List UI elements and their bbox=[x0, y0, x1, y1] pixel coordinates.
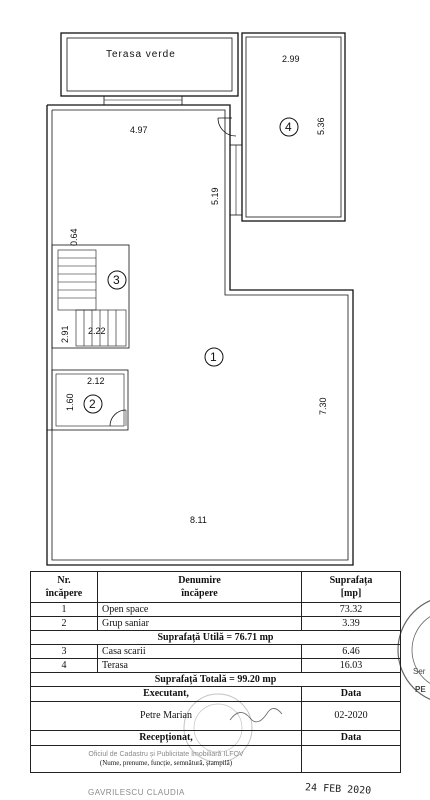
terrace-verde-outline bbox=[60, 32, 239, 97]
dim-open-space-width-top: 4.97 bbox=[130, 125, 148, 135]
executant-signature-row: Petre Marian 02-2020 bbox=[30, 701, 401, 731]
dim-open-space-upper-height: 5.19 bbox=[210, 187, 220, 205]
header-nr: Nr.încăpere bbox=[30, 571, 98, 603]
terrace-label: Terasa verde bbox=[106, 49, 176, 60]
table-row: 1 Open space 73.32 bbox=[30, 602, 401, 617]
office-line: Oficiul de Cadastru și Publicitate Imobi… bbox=[88, 751, 244, 758]
room-marker-4: 4 bbox=[279, 117, 299, 137]
dim-open-space-width-bottom: 8.11 bbox=[190, 515, 207, 525]
room-marker-2: 2 bbox=[83, 394, 103, 414]
dim-terrace4-height: 5.36 bbox=[316, 117, 326, 135]
receptionat-signature-row: Oficiul de Cadastru și Publicitate Imobi… bbox=[30, 745, 401, 773]
stamp-fragment-2: PE bbox=[415, 685, 426, 694]
executant-name: Petre Marian bbox=[30, 701, 302, 731]
executant-header-row: Executant, Data bbox=[30, 686, 401, 702]
stair-room-3-outline bbox=[51, 244, 130, 349]
open-space-outline bbox=[46, 104, 354, 566]
dim-terrace4-width: 2.99 bbox=[282, 54, 300, 64]
header-area: Suprafața[mp] bbox=[301, 571, 401, 603]
signature-caption: (Nume, prenume, funcție, semnătură, ștam… bbox=[99, 759, 233, 767]
terrace-room-4-outline bbox=[241, 32, 346, 222]
svg-text:3: 3 bbox=[113, 273, 120, 287]
svg-text:2: 2 bbox=[89, 397, 96, 411]
dim-stair-width: 2.22 bbox=[88, 326, 106, 336]
stamp-fragment-1: Ser bbox=[413, 667, 426, 676]
table-row: 4 Terasa 16.03 bbox=[30, 658, 401, 673]
receptionat-header-row: Recepționat, Data bbox=[30, 730, 401, 746]
executant-date: 02-2020 bbox=[301, 701, 401, 731]
room-marker-1: 1 bbox=[204, 347, 224, 367]
svg-text:1: 1 bbox=[210, 350, 217, 364]
dim-bathroom-width: 2.12 bbox=[87, 376, 105, 386]
dim-open-space-height: 7.30 bbox=[318, 397, 328, 415]
useful-area-total-row: Suprafață Utilă = 76.71 mp bbox=[30, 630, 401, 645]
total-area-row: Suprafață Totală = 99.20 mp bbox=[30, 672, 401, 687]
dim-stair-height: 2.91 bbox=[60, 325, 70, 343]
receiver-name: GAVRILESCU CLAUDIA bbox=[88, 788, 185, 797]
room-marker-3: 3 bbox=[107, 270, 127, 290]
bathroom-room-2-outline bbox=[51, 369, 129, 431]
dim-stair-offset: 0.64 bbox=[69, 228, 79, 246]
table-row: 2 Grup saniar 3.39 bbox=[30, 616, 401, 631]
dim-bathroom-height: 1.60 bbox=[65, 393, 75, 411]
svg-text:4: 4 bbox=[285, 120, 292, 134]
table-row: 3 Casa scarii 6.46 bbox=[30, 644, 401, 659]
